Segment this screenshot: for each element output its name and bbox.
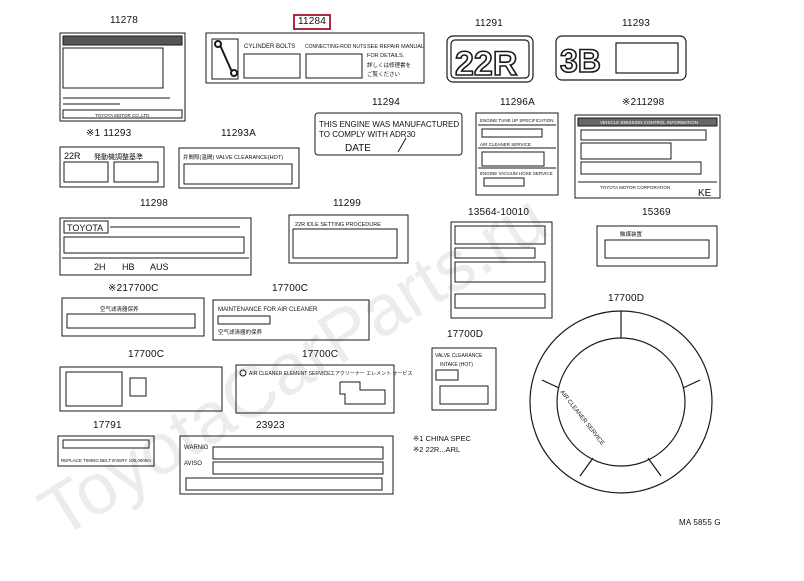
- warning-text: WARNIG: [184, 445, 209, 451]
- label-23923[interactable]: [179, 435, 394, 495]
- label-217700c[interactable]: [61, 297, 205, 337]
- partnum-23923[interactable]: 23923: [256, 420, 285, 431]
- jp-repair-text-2: ご覧ください: [367, 70, 401, 78]
- partnum-13564[interactable]: 13564-10010: [468, 207, 530, 218]
- label-17700d-ring[interactable]: [529, 310, 713, 494]
- partnum-11299[interactable]: 11299: [333, 198, 362, 209]
- partnum-11278[interactable]: 11278: [110, 15, 139, 26]
- label-11298[interactable]: [59, 217, 252, 276]
- partnum-15369[interactable]: 15369: [642, 207, 671, 218]
- note-22r-arl: ※2 22R...ARL: [413, 445, 460, 454]
- label-17791[interactable]: [57, 435, 155, 467]
- label-11284[interactable]: [205, 32, 425, 84]
- conrod-nuts-text: CONNECTING-ROD NUTS: [305, 44, 367, 50]
- replace-timing-text: REPLACE TIMING BELT EVERY 100,000km: [61, 458, 151, 463]
- jp-repair-text: 詳しくは修理書を: [367, 61, 411, 69]
- partnum-11293a[interactable]: 11293A: [221, 128, 256, 139]
- partnum-17700d-ring[interactable]: 17700D: [608, 293, 645, 304]
- diagram-code: MA 5855 G: [679, 518, 721, 527]
- badge-22r-text: 22R: [455, 45, 517, 83]
- partnum-211298[interactable]: ※211298: [622, 97, 665, 108]
- label-211298[interactable]: [574, 114, 721, 199]
- aus-text: AUS: [150, 262, 169, 272]
- complies-line-1: THIS ENGINE WAS MANUFACTURED: [319, 120, 459, 129]
- jp-17700c-text: 空气滤清器保养: [100, 305, 139, 313]
- label-11293a[interactable]: [178, 147, 300, 189]
- cylinder-bolts-text: CYLINDER BOLTS: [244, 44, 295, 50]
- partnum-11284[interactable]: 11284: [293, 14, 332, 30]
- partnum-11296a[interactable]: 11296A: [500, 97, 535, 108]
- label-11293-jp[interactable]: [59, 146, 165, 188]
- air-cleaner-svc-text: AIR CLEANER SERVICE: [480, 142, 531, 147]
- emission-header-text: VEHICLE EMISSION CONTROL INFORMATION: [600, 120, 698, 125]
- for-details-text: FOR DETAILS.: [367, 53, 405, 59]
- label-11296a[interactable]: [475, 112, 559, 196]
- intake-hot-text: INTAKE (HOT): [440, 362, 473, 368]
- partnum-17700c-left[interactable]: 17700C: [128, 349, 165, 360]
- partnum-11293[interactable]: 11293: [622, 18, 651, 29]
- label-15369[interactable]: [596, 225, 718, 267]
- engine-vac-text: ENGINE VACUUM HOSE SERVICE: [480, 171, 553, 176]
- badge-3b-text: 3B: [560, 43, 601, 79]
- label-17700d-small[interactable]: [431, 347, 497, 411]
- ring-air-text: AIR CLEANER SERVICE: [558, 390, 605, 447]
- partnum-217700c[interactable]: ※217700C: [108, 283, 159, 294]
- partnum-11298[interactable]: 11298: [140, 198, 169, 209]
- maint-air-jp-text: 空气滤清器的保养: [218, 328, 263, 336]
- jp-22r-text-2: 発動機調整基準: [94, 152, 143, 161]
- hb-text: HB: [122, 262, 135, 272]
- note-china-spec: ※1 CHINA SPEC: [413, 434, 472, 443]
- partnum-17700c-maint[interactable]: 17700C: [272, 283, 309, 294]
- date-text: DATE: [345, 143, 371, 154]
- ke-text: KE: [698, 188, 712, 199]
- air-elem-text: AIR CLEANER ELEMENT SERVICE: [249, 371, 331, 377]
- h2-text: 2H: [94, 262, 106, 272]
- toyota-motor-text: TOYOTA MOTOR CO.,LTD: [95, 113, 150, 118]
- label-17700c-maint[interactable]: [212, 299, 370, 341]
- partnum-17791[interactable]: 17791: [93, 420, 122, 431]
- valve-clear-intake-text: VALVE CLEARANCE: [435, 353, 483, 359]
- jp-22r-text: 22R: [64, 151, 81, 161]
- tm-corp-text: TOYOTA MOTOR CORPORATION: [600, 185, 670, 190]
- jp-15369-text: 触媒装置: [620, 230, 643, 238]
- label-17700c-left[interactable]: [59, 366, 223, 412]
- label-11294[interactable]: [314, 112, 463, 156]
- wrench-icon: [214, 40, 238, 77]
- partnum-1-11293[interactable]: ※1 11293: [86, 128, 132, 139]
- valve-clear-jp-text: 弁間隙(温間) VALVE CLEARANCE(HOT): [183, 153, 283, 161]
- engine-tune-text: ENGINE TUNE UP SPECIFICATION: [480, 118, 554, 123]
- partnum-17700c-elem[interactable]: 17700C: [302, 349, 339, 360]
- label-17700c-elem[interactable]: [235, 364, 395, 414]
- label-13564[interactable]: [450, 221, 553, 319]
- idle-proc-text: 22R IDLE SETTING PROCEDURE: [295, 222, 381, 228]
- see-repair-text: SEE REPAIR MANUAL: [367, 44, 424, 50]
- label-11291[interactable]: [446, 35, 534, 83]
- partnum-17700d-small[interactable]: 17700D: [447, 329, 484, 340]
- partnum-11294[interactable]: 11294: [372, 97, 401, 108]
- avis-text: AVISO: [184, 461, 202, 467]
- label-11278[interactable]: [59, 32, 186, 122]
- label-11299[interactable]: [288, 214, 409, 264]
- toyota-text: TOYOTA: [67, 223, 103, 233]
- partnum-11291[interactable]: 11291: [475, 18, 504, 29]
- air-elem-jp-text: エアクリーナー エレメント サービス: [330, 370, 413, 377]
- label-11293-badge[interactable]: [555, 35, 687, 81]
- maint-air-text: MAINTENANCE FOR AIR CLEANER: [218, 307, 318, 313]
- complies-line-2: TO COMPLY WITH ADR30: [319, 130, 416, 139]
